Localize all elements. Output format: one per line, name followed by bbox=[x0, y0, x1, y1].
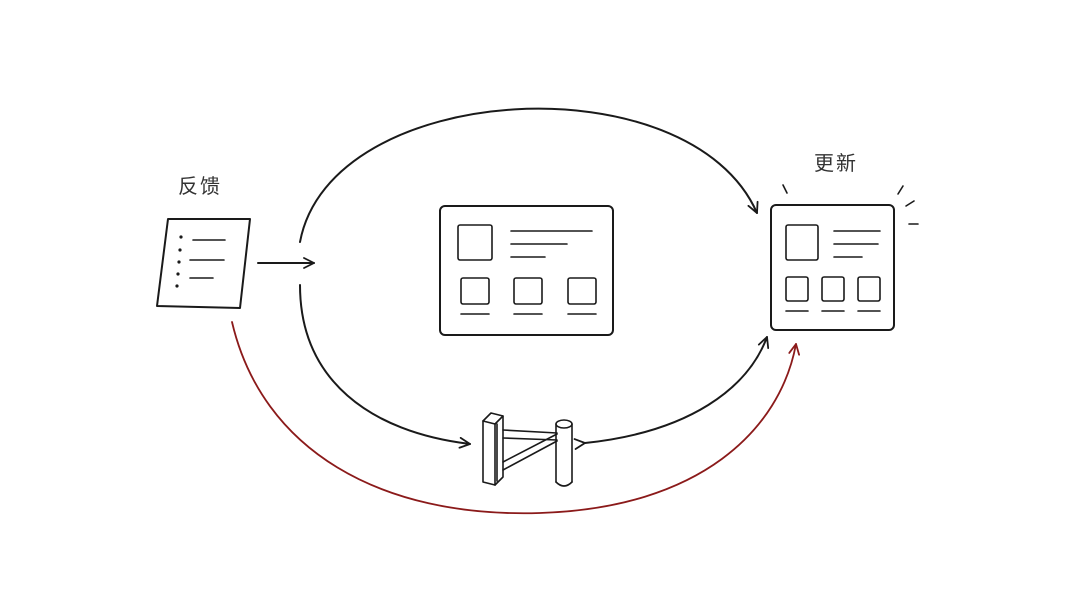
sparkle-icon bbox=[782, 184, 919, 225]
turnstile-gate-icon bbox=[482, 412, 573, 487]
feedback-label: 反馈 bbox=[178, 174, 222, 198]
arc-turnstile-to-update bbox=[573, 336, 770, 450]
arc-to-turnstile bbox=[299, 284, 471, 449]
updated-window-mockup-icon bbox=[770, 204, 895, 331]
document-icon bbox=[156, 218, 251, 309]
window-mockup-icon bbox=[439, 205, 614, 336]
update-label: 更新 bbox=[814, 151, 858, 175]
feedback-loop-path bbox=[231, 321, 800, 515]
arc-top-to-update bbox=[299, 107, 759, 243]
